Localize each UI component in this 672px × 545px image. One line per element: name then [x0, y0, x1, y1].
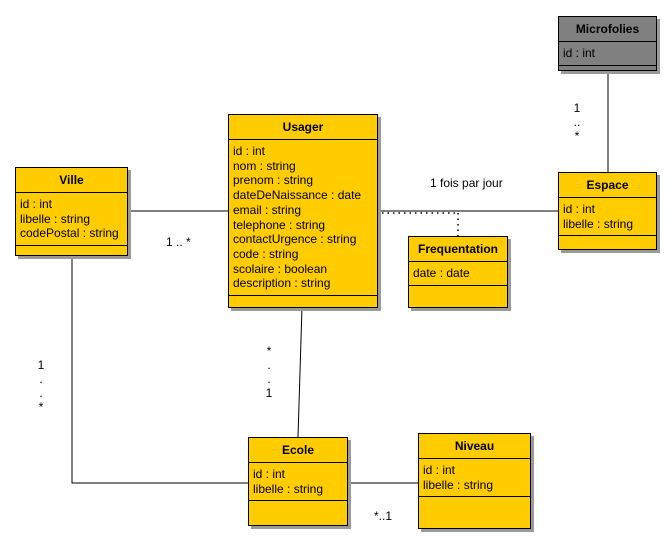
label-ecole-niveau: *..1 [374, 509, 393, 523]
class-usager-name: Usager [229, 115, 377, 140]
class-attribute: id : int [563, 202, 596, 216]
class-attribute: nom : string [233, 158, 296, 173]
class-attribute: prenom : string [233, 173, 314, 188]
multiplicity-part: * [38, 400, 44, 414]
multiplicity-part: . [39, 372, 43, 386]
class-ecole[interactable]: Ecole id : int libelle : string [248, 437, 348, 526]
class-attribute: libelle : string [20, 211, 91, 226]
multiplicity-microfolies-espace: 1 .. * [571, 101, 583, 143]
class-ville[interactable]: Ville id : int libelle : string codePost… [15, 167, 128, 256]
class-usager-attributes: id : int nom : string prenom : string da… [229, 140, 377, 297]
class-frequentation-name: Frequentation [409, 237, 507, 262]
class-attribute: libelle : string [563, 216, 634, 231]
class-ville-name: Ville [16, 168, 127, 193]
class-attribute: description : string [233, 276, 331, 291]
label-espace-usager: 1 fois par jour [430, 176, 503, 190]
class-attribute: dateDeNaissance : date [233, 188, 362, 203]
multiplicity-part: .. [573, 115, 581, 129]
class-attribute: id : int [253, 467, 286, 481]
class-frequentation[interactable]: Frequentation date : date [408, 236, 508, 308]
class-attribute: id : int [20, 197, 53, 211]
class-espace[interactable]: Espace id : int libelle : string [558, 172, 657, 250]
class-ville-attributes: id : int libelle : string codePostal : s… [16, 193, 127, 247]
class-attribute: id : int [423, 463, 456, 477]
class-microfolies-attributes: id : int [559, 42, 656, 66]
class-ecole-name: Ecole [249, 438, 347, 463]
class-attribute: id : int [233, 144, 266, 158]
class-attribute: contactUrgence : string [233, 232, 357, 247]
class-microfolies[interactable]: Microfolies id : int [558, 16, 657, 71]
class-frequentation-attributes: date : date [409, 262, 507, 286]
class-attribute: date : date [413, 266, 470, 280]
class-attribute: id : int [563, 46, 596, 60]
link-usager-ecole [297, 306, 303, 438]
class-niveau-name: Niveau [419, 434, 530, 459]
class-niveau[interactable]: Niveau id : int libelle : string [418, 433, 531, 529]
class-attribute: codePostal : string [20, 226, 119, 241]
class-attribute: libelle : string [253, 481, 324, 496]
class-espace-name: Espace [559, 173, 656, 198]
class-ecole-attributes: id : int libelle : string [249, 463, 347, 502]
multiplicity-part: 1 [573, 101, 581, 115]
link-ville-ecole [71, 255, 250, 484]
class-attribute: scolaire : boolean [233, 261, 328, 276]
multiplicity-part: . [267, 372, 271, 386]
class-niveau-attributes: id : int libelle : string [419, 459, 530, 498]
class-attribute: libelle : string [423, 477, 494, 492]
class-attribute: telephone : string [233, 217, 326, 232]
multiplicity-part: 1 [37, 358, 45, 372]
class-microfolies-name: Microfolies [559, 17, 656, 42]
multiplicity-part: 1 [265, 386, 273, 400]
class-attribute: code : string [233, 246, 299, 261]
multiplicity-part: . [39, 386, 43, 400]
class-espace-attributes: id : int libelle : string [559, 198, 656, 237]
label-ville-usager: 1 .. * [166, 235, 191, 249]
multiplicity-usager-ecole: * . . 1 [263, 344, 275, 400]
multiplicity-part: * [574, 129, 580, 143]
class-attribute: email : string [233, 202, 302, 217]
multiplicity-part: * [266, 344, 272, 358]
multiplicity-part: . [267, 358, 271, 372]
class-usager[interactable]: Usager id : int nom : string prenom : st… [228, 114, 378, 308]
multiplicity-ville-ecole: 1 . . * [35, 358, 47, 414]
